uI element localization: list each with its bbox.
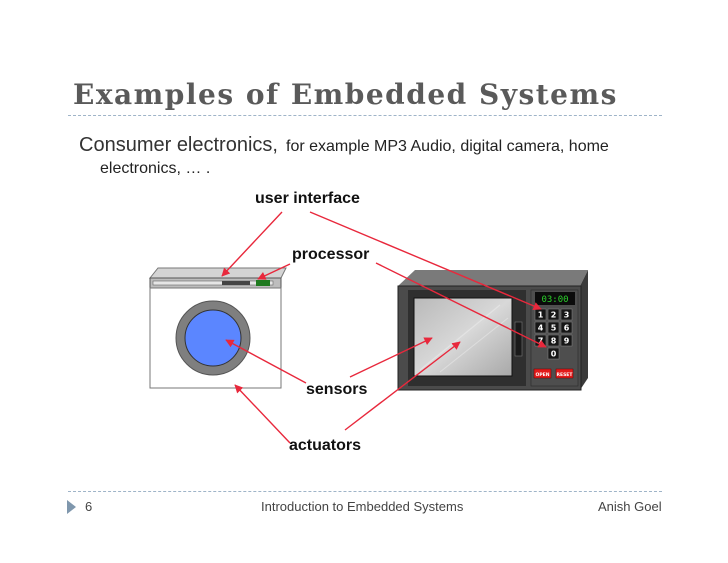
lead-text-detail: for example MP3 Audio, digital camera, h… [286,138,609,155]
arrow-actuators-microwave [344,341,461,431]
footer-author: Anish Goel [598,499,662,514]
keypad-key [560,308,573,321]
arrow-user-interface-washer [221,211,283,277]
keypad-key-label: 8 [551,337,557,346]
footer-course: Introduction to Embedded Systems [261,499,464,514]
arrow-actuators-washer [234,384,291,444]
keypad-key-label: 6 [564,324,570,333]
washing-machine-icon [148,267,287,389]
arrow-processor-washer [257,263,291,280]
keypad-key [547,347,560,360]
lead-text-continuation: electronics, … . [100,160,211,177]
keypad-key [534,321,547,334]
keypad-key [547,321,560,334]
arrow-user-interface-microwave [309,211,542,310]
arrow-sensors-washer [225,339,307,384]
slide-title: Examples of Embedded Systems [73,78,618,111]
page-number: 6 [85,499,93,514]
open-button-label: OPEN [536,372,550,378]
reset-button-label: RESET [557,372,574,378]
keypad-key-label: 2 [551,311,557,320]
keypad-key-label: 4 [538,324,544,333]
keypad-key-label: 5 [551,324,557,333]
diagram-arrows [221,211,547,444]
label-actuators: actuators [289,437,362,454]
lead-text: Consumer electronics, [79,134,278,156]
arrow-processor-microwave [375,262,547,348]
microwave-display: 03:00 [541,295,568,305]
bullet-triangle-icon [67,500,76,514]
keypad-key [547,308,560,321]
keypad-key [547,334,560,347]
keypad-key-label: 1 [538,311,544,320]
label-processor: processor [292,246,370,263]
keypad-key-label: 9 [564,337,570,346]
title-divider [68,115,662,116]
keypad-key [560,334,573,347]
arrow-sensors-microwave [349,337,433,378]
label-user-interface: user interface [255,190,360,207]
keypad-key-label: 3 [564,311,570,320]
keypad-key [560,321,573,334]
footer-divider [68,491,662,492]
label-sensors: sensors [306,381,368,398]
keypad-key-label: 0 [551,350,557,359]
